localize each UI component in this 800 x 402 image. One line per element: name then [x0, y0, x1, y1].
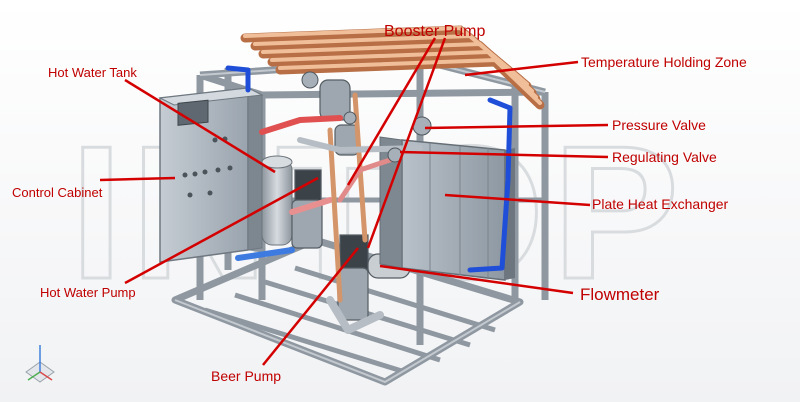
leader-booster-pump [346, 37, 437, 186]
label-hot-water-tank: Hot Water Tank [48, 65, 137, 80]
labels: Booster Pump Temperature Holding Zone Ho… [12, 23, 747, 384]
leader-hot-water-tank [124, 78, 276, 174]
leader-temperature-holding-zone [464, 60, 579, 77]
axis-indicator-icon [25, 345, 55, 383]
leader-beer-pump [262, 247, 359, 366]
label-plate-heat-exchanger: Plate Heat Exchanger [592, 196, 729, 212]
hot-water-tank [261, 155, 293, 246]
leader-plate-heat-exchanger [444, 193, 591, 207]
label-beer-pump: Beer Pump [211, 368, 281, 384]
label-flowmeter: Flowmeter [580, 285, 660, 304]
leader-pressure-valve [424, 123, 609, 130]
label-hot-water-pump: Hot Water Pump [40, 285, 136, 300]
leader-regulating-valve [399, 150, 609, 159]
leader-control-cabinet [99, 176, 176, 182]
leader-flowmeter [379, 264, 574, 295]
label-regulating-valve: Regulating Valve [612, 149, 717, 165]
label-pressure-valve: Pressure Valve [612, 117, 706, 133]
label-control-cabinet: Control Cabinet [12, 185, 103, 200]
leader-hot-water-pump [124, 176, 319, 285]
valves [301, 71, 432, 163]
plate-heat-exchanger [379, 136, 515, 281]
leader-lines [99, 37, 609, 366]
leader-booster-pump-2 [366, 37, 447, 249]
control-cabinet [158, 87, 264, 263]
label-booster-pump: Booster Pump [384, 23, 485, 40]
label-temperature-holding-zone: Temperature Holding Zone [581, 54, 747, 70]
